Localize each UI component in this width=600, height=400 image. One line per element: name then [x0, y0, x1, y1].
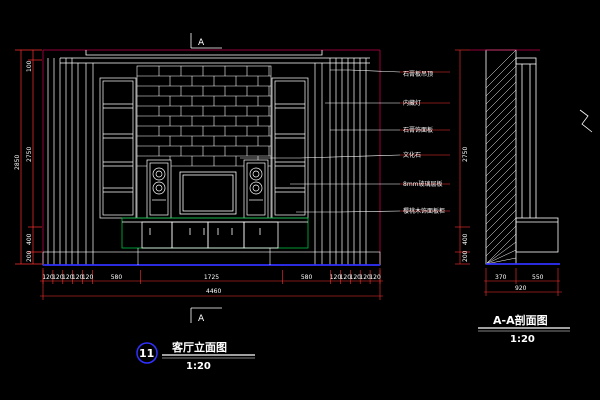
section-left-dimensions	[455, 49, 470, 265]
wall-hatch-line	[485, 97, 517, 129]
bottom-dimension-label: 580	[301, 274, 313, 281]
bottom-dimension-label: 120	[52, 274, 64, 281]
wall-hatch-line	[485, 217, 517, 249]
wall-hatch-line	[485, 185, 517, 217]
wall-hatch-line	[485, 129, 517, 161]
wall-hatch-line	[485, 121, 517, 153]
tv-screen	[179, 171, 237, 215]
bottom-dimension-label: 580	[111, 274, 123, 281]
wall-hatch-line	[485, 145, 517, 177]
section-wall	[470, 49, 593, 265]
wall-hatch-line	[485, 241, 517, 265]
section-marker-letter-top: A	[198, 38, 205, 48]
dim-left-200: 200	[26, 250, 33, 262]
dim-total-width: 4460	[206, 288, 221, 295]
callout-gypsum-ceiling: 石膏板吊顶	[403, 70, 433, 78]
wall-hatch-line	[485, 201, 517, 233]
bottom-dimension-label: 120	[42, 274, 54, 281]
bottom-dimension-label: 120	[62, 274, 74, 281]
wall-hatch-line	[485, 193, 517, 225]
bottom-dimension-label: 120	[330, 274, 342, 281]
wall-hatch-line	[485, 257, 517, 265]
bottom-dimension-label: 120	[82, 274, 94, 281]
elevation-left-dimensions	[15, 49, 42, 265]
elevation-title-block: 11 客厅立面图 1:20	[136, 340, 255, 372]
callout-glass-shelf: 8mm玻璃层板	[403, 180, 443, 188]
elevation-wall	[42, 49, 381, 265]
wall-hatch-line	[485, 177, 517, 209]
bottom-dimension-label: 120	[369, 274, 381, 281]
wall-hatch-line	[485, 105, 517, 137]
dim-left-2850: 2850	[14, 155, 21, 170]
bottom-dimension-label: 1725	[204, 274, 219, 281]
elevation-bottom-dimensions	[40, 268, 383, 300]
callout-cherry-cabinet: 樱桃木饰面板柜	[403, 207, 445, 215]
section-marker-bottom: A	[190, 307, 222, 324]
callout-culture-stone: 文化石	[403, 151, 421, 159]
tv-cabinet	[121, 217, 309, 249]
dim-left-2750: 2750	[26, 147, 33, 162]
right-speaker	[243, 159, 269, 219]
elevation-title: 客厅立面图	[171, 340, 227, 354]
callout-gypsum-panel: 石膏饰面板	[403, 126, 433, 134]
wall-hatch-line	[485, 225, 517, 257]
section-scale: 1:20	[510, 334, 535, 345]
section-dim-370: 370	[495, 274, 507, 281]
elevation-slats-right	[314, 58, 367, 265]
elevation-scale: 1:20	[186, 361, 211, 372]
elevation-slats-left	[47, 58, 94, 265]
wall-hatch-line	[485, 161, 517, 193]
bottom-dimension-label: 120	[359, 274, 371, 281]
section-marker-top: A	[190, 33, 222, 49]
left-speaker	[146, 159, 172, 219]
section-dim-200: 200	[462, 250, 469, 262]
wall-hatch-line	[485, 209, 517, 241]
wall-hatch-line	[485, 65, 517, 97]
wall-hatch-line	[485, 57, 517, 89]
bottom-dimension-label: 120	[72, 274, 84, 281]
section-dim-920: 920	[515, 285, 527, 292]
callout-hidden-light: 内藏灯	[403, 99, 421, 107]
callout-leaders	[240, 69, 401, 213]
section-title-block: A-A剖面图 1:20	[478, 313, 570, 345]
wall-hatch-line	[485, 113, 517, 145]
right-shelf-unit	[271, 77, 309, 219]
section-marker-letter-bottom: A	[198, 314, 205, 324]
wall-hatch-line	[485, 137, 517, 169]
dim-left-100: 100	[26, 60, 33, 72]
section-title: A-A剖面图	[493, 313, 548, 327]
dim-left-400: 400	[26, 233, 33, 245]
wall-hatch-line	[485, 49, 517, 81]
wall-hatch-line	[485, 153, 517, 185]
wall-hatch-line	[485, 89, 517, 121]
wall-hatch-line	[485, 169, 517, 201]
section-dim-2750: 2750	[462, 147, 469, 162]
bottom-dimension-label: 120	[350, 274, 362, 281]
section-bottom-dimensions	[484, 268, 562, 296]
callout-ticks	[400, 71, 450, 212]
section-dim-550: 550	[532, 274, 544, 281]
drawing-number: 11	[139, 347, 154, 360]
wall-hatch-line	[485, 73, 517, 105]
wall-hatch-line	[485, 249, 517, 265]
bottom-dimension-ticks	[42, 270, 381, 284]
bottom-dimension-label: 120	[340, 274, 352, 281]
elevation-floor	[42, 248, 381, 266]
wall-hatch-line	[485, 233, 517, 265]
section-dim-400: 400	[462, 233, 469, 245]
wall-hatch-line	[485, 81, 517, 113]
left-shelf-unit	[99, 77, 137, 219]
